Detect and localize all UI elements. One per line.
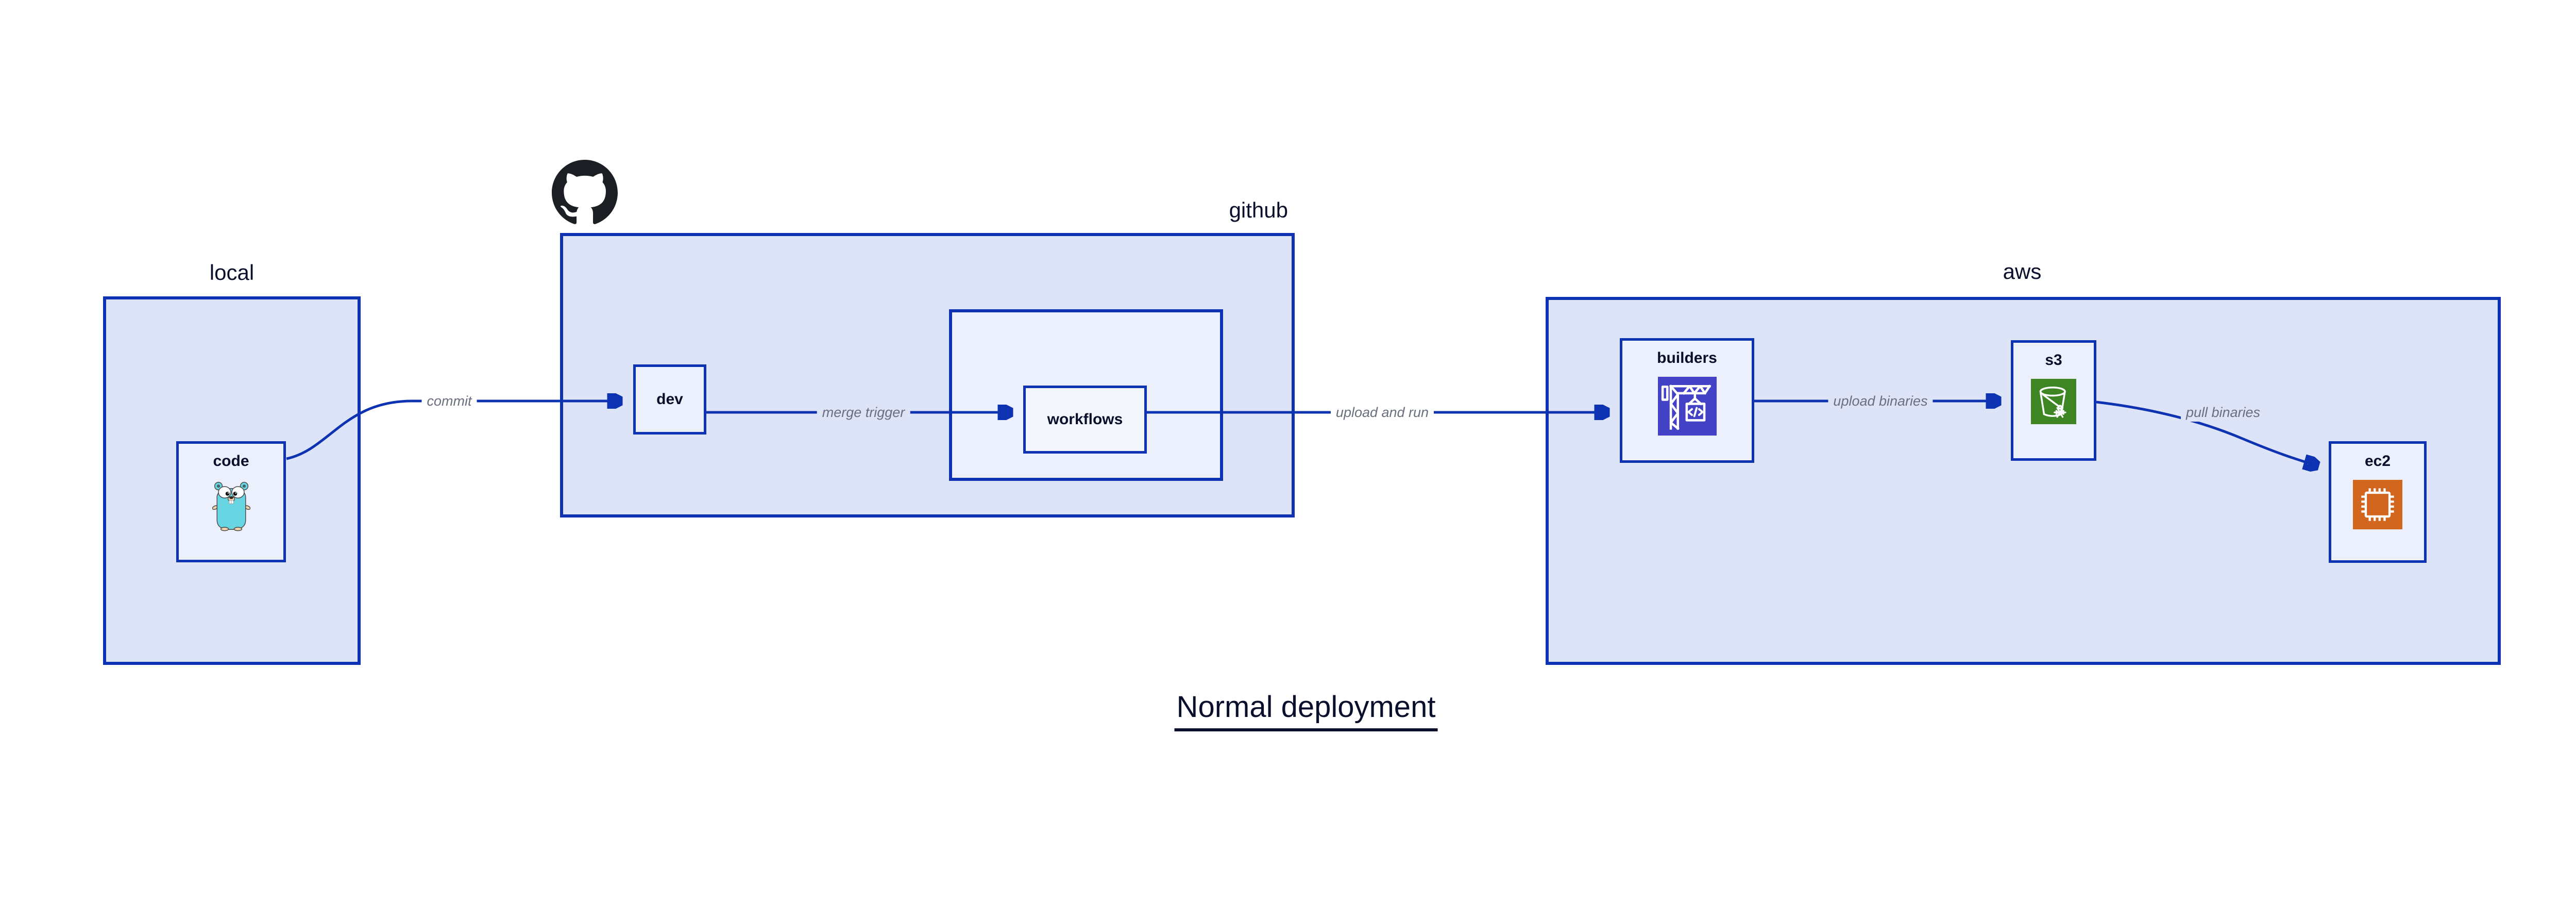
container-label-github: github (1229, 198, 1288, 222)
node-ec2: ec2 (2329, 441, 2427, 563)
edge-label-upload-and-run: upload and run (1330, 403, 1434, 422)
node-s3: s3 (2011, 340, 2096, 461)
github-octocat-icon (552, 160, 618, 226)
node-s3-label: s3 (2045, 352, 2062, 369)
container-label-aws: aws (2003, 259, 2042, 283)
edge-label-pull-binaries: pull binaries (2180, 403, 2266, 422)
aws-codebuild-crane-icon (1657, 377, 1717, 436)
node-workflows-label: workflows (1047, 411, 1123, 428)
edge-label-merge-trigger: merge trigger (817, 403, 910, 422)
node-dev-label: dev (656, 391, 683, 408)
node-builders: builders (1620, 338, 1754, 463)
go-gopher-icon (212, 480, 250, 531)
edge-label-upload-binaries: upload binaries (1828, 392, 1933, 410)
aws-s3-bucket-icon (2031, 379, 2076, 424)
node-builders-label: builders (1657, 349, 1717, 366)
node-code-label: code (213, 453, 249, 470)
edge-label-commit: commit (421, 392, 477, 410)
node-code: code (176, 441, 286, 562)
container-label-local: local (209, 260, 255, 285)
node-workflows: workflows (1023, 386, 1147, 454)
aws-ec2-chip-icon (2353, 480, 2402, 529)
node-dev: dev (633, 364, 706, 435)
node-ec2-label: ec2 (2364, 453, 2391, 470)
diagram-title: Normal deployment (1174, 690, 1438, 731)
